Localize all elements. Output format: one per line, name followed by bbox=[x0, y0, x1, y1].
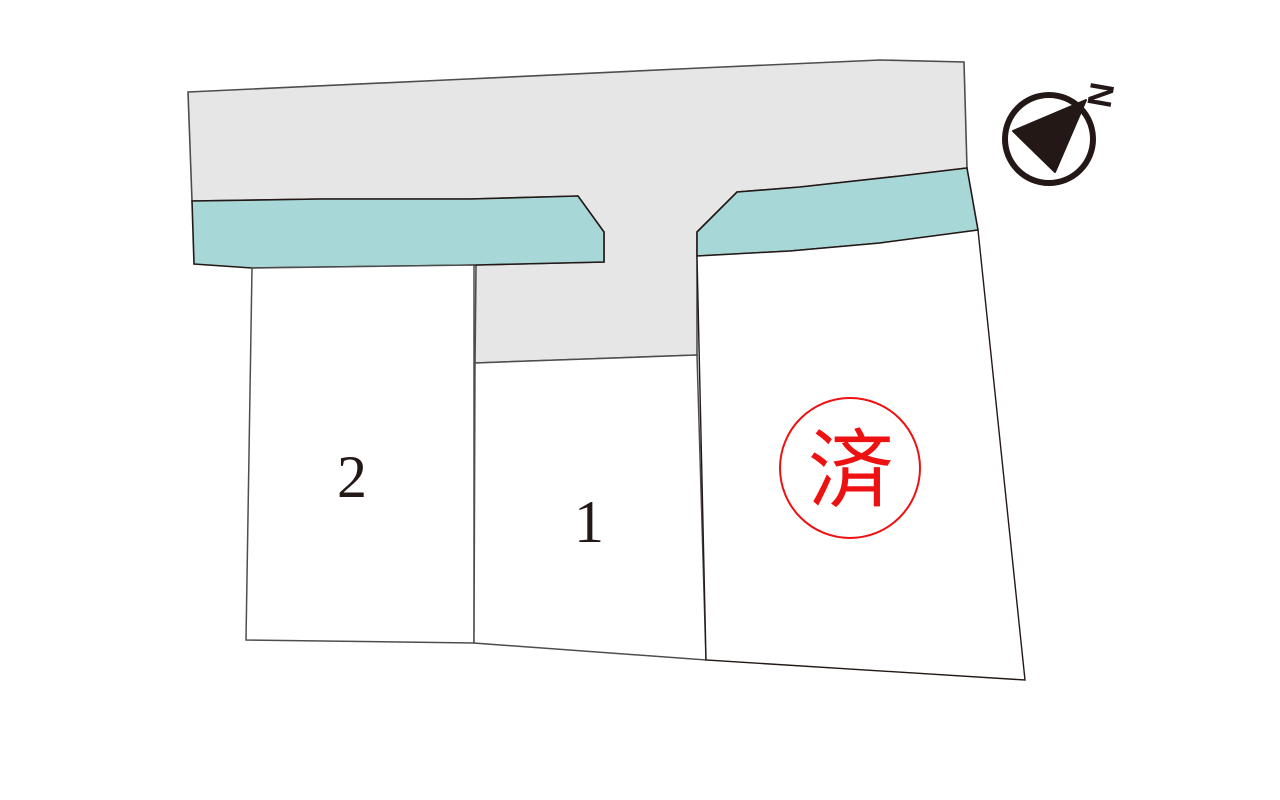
sold-stamp-label: 済 bbox=[808, 421, 894, 521]
compass-circle bbox=[1002, 92, 1096, 186]
sold-stamp: 済 bbox=[779, 397, 921, 539]
plot-1-label: 1 bbox=[574, 489, 604, 555]
compass-north-letter: N bbox=[1079, 79, 1121, 110]
sidewalk-left bbox=[191, 195, 605, 269]
sold-stamp-circle bbox=[779, 397, 921, 539]
compass-needle-icon bbox=[1012, 99, 1087, 173]
plot-3-area[interactable] bbox=[696, 229, 1026, 681]
plot-2-label: 2 bbox=[337, 444, 367, 510]
north-arrow: N bbox=[1002, 79, 1121, 186]
plot-1-area[interactable] bbox=[473, 354, 707, 661]
